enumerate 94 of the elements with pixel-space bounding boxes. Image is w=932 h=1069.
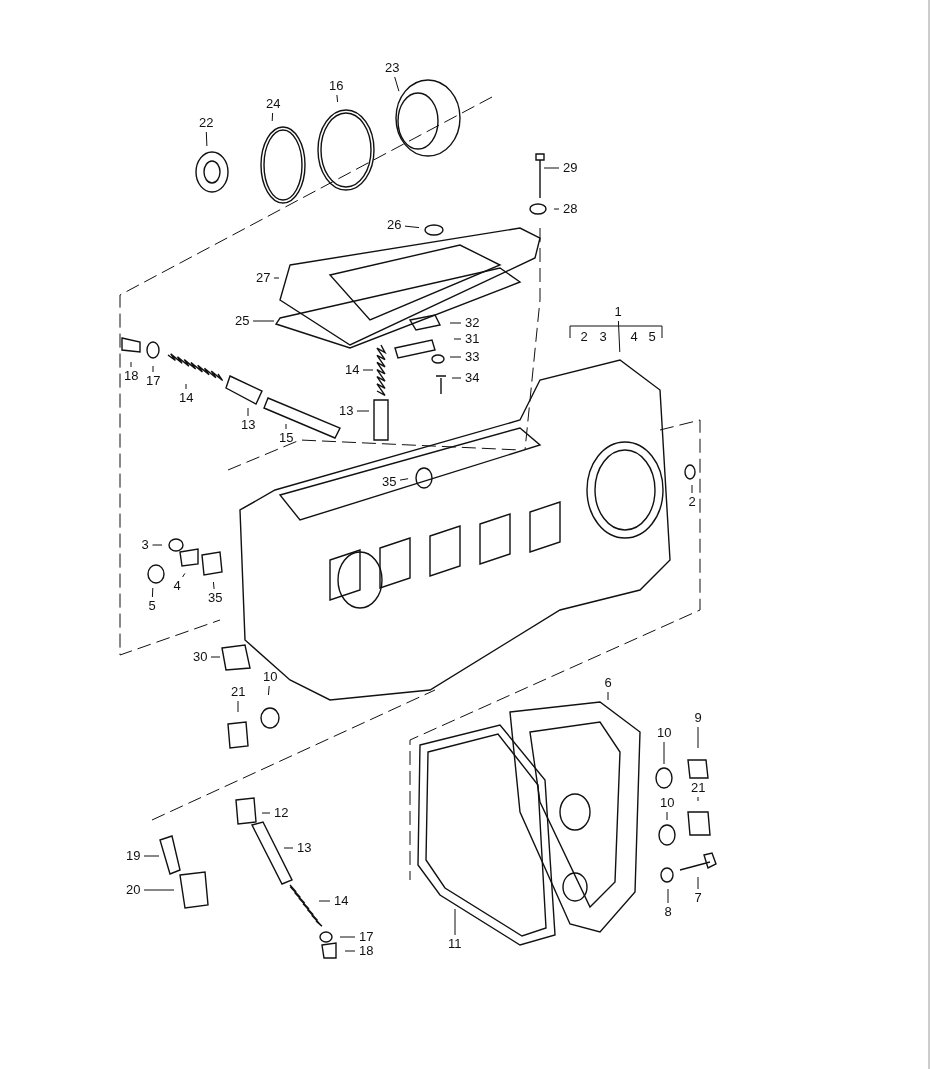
leader-line [205, 131, 208, 147]
leader-line [449, 322, 462, 324]
callout-number: 17 [146, 374, 161, 388]
callout-number: 10 [657, 726, 672, 740]
callout-number: 18 [359, 944, 374, 958]
leader-line [697, 876, 699, 890]
leader-line [339, 936, 356, 938]
callout-number: 13 [339, 404, 354, 418]
callout-number: 29 [563, 161, 578, 175]
callout-number: 2 [688, 495, 696, 509]
leader-line [143, 855, 160, 857]
callout-number: 5 [148, 599, 156, 613]
leader-line [318, 900, 331, 902]
callout-number: 23 [385, 61, 400, 75]
leader-line [336, 94, 339, 103]
leader-line [356, 410, 370, 412]
callout-number: 35 [382, 475, 397, 489]
callout-number: 32 [465, 316, 480, 330]
leader-line [151, 587, 154, 598]
callout-number: 26 [387, 218, 402, 232]
leader-line [273, 277, 280, 279]
callout-number: 10 [660, 796, 675, 810]
callout-number: 13 [241, 418, 256, 432]
callout-number: 7 [694, 891, 702, 905]
callout-number: 1 [614, 305, 622, 319]
callout-number: 21 [231, 685, 246, 699]
callout-number: 25 [235, 314, 250, 328]
callout-number: 18 [124, 369, 139, 383]
callout-number: 16 [329, 79, 344, 93]
leader-line [449, 356, 462, 358]
callout-number: 11 [448, 937, 462, 951]
callout-number: 12 [274, 806, 289, 820]
leader-line [543, 167, 560, 169]
callout-number: 4 [630, 330, 638, 344]
leader-line [130, 361, 132, 368]
callout-number: 14 [345, 363, 360, 377]
leader-line [697, 726, 699, 749]
leader-line [247, 407, 249, 417]
callout-number: 24 [266, 97, 281, 111]
callout-number: 5 [648, 330, 656, 344]
leader-line [271, 112, 274, 122]
callout-number: 4 [173, 579, 181, 593]
callout-number: 6 [604, 676, 612, 690]
leader-line [663, 741, 665, 765]
leader-line [283, 847, 294, 849]
callout-number: 3 [141, 538, 149, 552]
leader-line [185, 383, 187, 390]
callout-number: 14 [179, 391, 194, 405]
leader-line [212, 581, 215, 590]
callout-number: 14 [334, 894, 349, 908]
callout-number: 28 [563, 202, 578, 216]
leader-line [344, 950, 356, 952]
leader-line [152, 544, 163, 546]
leader-line [143, 889, 175, 891]
leader-line [607, 691, 609, 701]
callout-number: 22 [199, 116, 214, 130]
callout-number: 8 [664, 905, 672, 919]
leader-line [152, 365, 154, 373]
callout-number: 27 [256, 271, 271, 285]
leader-line [453, 338, 462, 340]
leader-line [399, 478, 409, 481]
callout-number: 21 [691, 781, 706, 795]
callout-number: 30 [193, 650, 208, 664]
leader-line [362, 369, 374, 371]
leader-line [404, 225, 420, 229]
callout-number: 31 [465, 332, 480, 346]
leader-line [210, 656, 221, 658]
leader-line [667, 888, 669, 904]
callout-number: 20 [126, 883, 141, 897]
leader-line [454, 908, 456, 936]
leader-line [666, 811, 668, 821]
callout-number: 17 [359, 930, 374, 944]
callout-number: 33 [465, 350, 480, 364]
leader-line [697, 796, 699, 802]
leader-line [394, 76, 400, 92]
leader-line [553, 208, 560, 210]
callout-number: 35 [208, 591, 223, 605]
callout-number: 3 [599, 330, 607, 344]
callout-number: 19 [126, 849, 141, 863]
leader-line [451, 377, 462, 379]
leader-line [182, 572, 186, 578]
callout-number: 2 [580, 330, 588, 344]
leader-line [285, 423, 287, 430]
callout-number: 13 [297, 841, 312, 855]
leader-line [691, 484, 693, 494]
leader-line [267, 685, 270, 696]
callout-number: 10 [263, 670, 278, 684]
callout-number: 34 [465, 371, 480, 385]
callout-number: 9 [694, 711, 702, 725]
leader-line [261, 812, 271, 814]
leader-line [237, 700, 239, 713]
leader-line [252, 320, 275, 322]
leader-line [617, 320, 621, 353]
callout-number: 15 [279, 431, 294, 445]
